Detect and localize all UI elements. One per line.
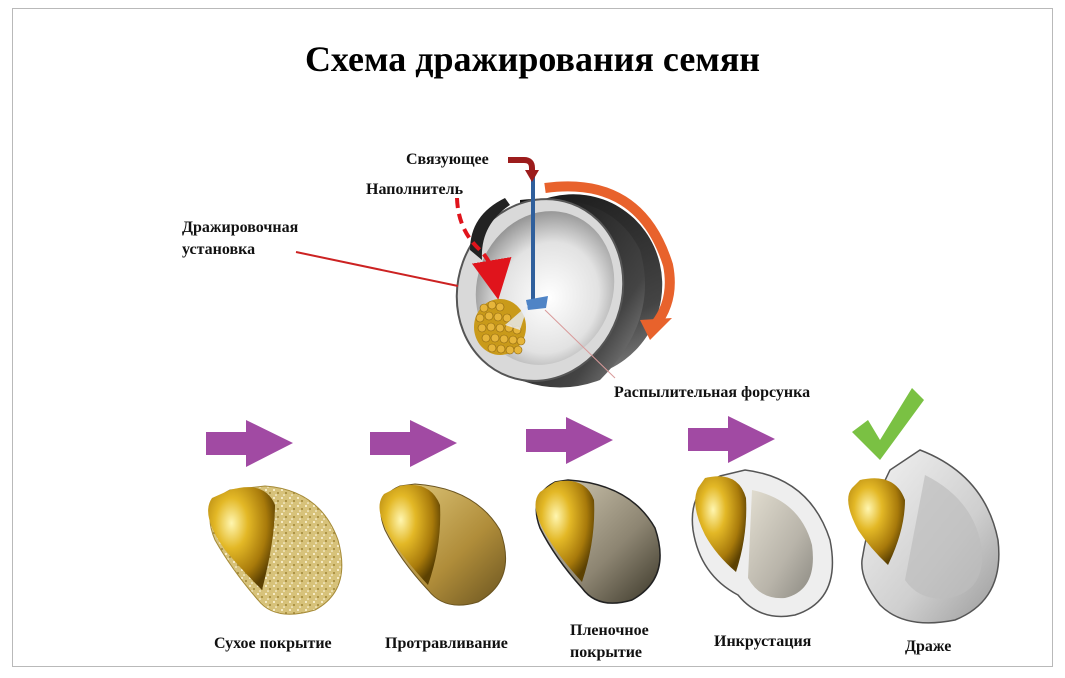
coater-pointer-line (295, 251, 459, 287)
stage-label-film-line1: Пленочное (570, 622, 649, 639)
process-arrow-3 (526, 417, 613, 464)
rotation-arrow (544, 181, 675, 340)
coater-label-line1: Дражировочная (182, 219, 299, 236)
stage-label-dry-coating: Сухое покрытие (214, 635, 332, 652)
checkmark-icon (852, 388, 924, 460)
seed-dry-coating (208, 485, 343, 615)
process-arrow-4 (688, 416, 775, 463)
binder-arrow (508, 157, 535, 172)
stage-label-treatment: Протравливание (385, 635, 508, 652)
process-arrow-1 (206, 420, 293, 467)
seed-incrustation (691, 469, 834, 618)
stage-label-film-line2: покрытие (570, 644, 643, 661)
nozzle-label: Распылительная форсунка (614, 384, 811, 401)
stage-label-incrustation: Инкрустация (714, 633, 812, 650)
seed-dragee (848, 449, 1000, 624)
seed-film-coating (535, 479, 661, 604)
nozzle-pointer-line (544, 309, 616, 379)
diagram-title: Схема дражирования семян (304, 39, 761, 79)
stage-label-dragee: Драже (905, 638, 952, 655)
seed-treatment (379, 483, 507, 606)
process-arrow-2 (370, 420, 457, 467)
coating-drum (455, 194, 663, 388)
spray-nozzle (505, 175, 548, 330)
coater-label-line2: установка (182, 241, 256, 258)
filler-label: Наполнитель (366, 181, 464, 198)
binder-label: Связующее (406, 151, 489, 168)
seed-pile (474, 299, 526, 355)
filler-arrow (455, 197, 512, 300)
